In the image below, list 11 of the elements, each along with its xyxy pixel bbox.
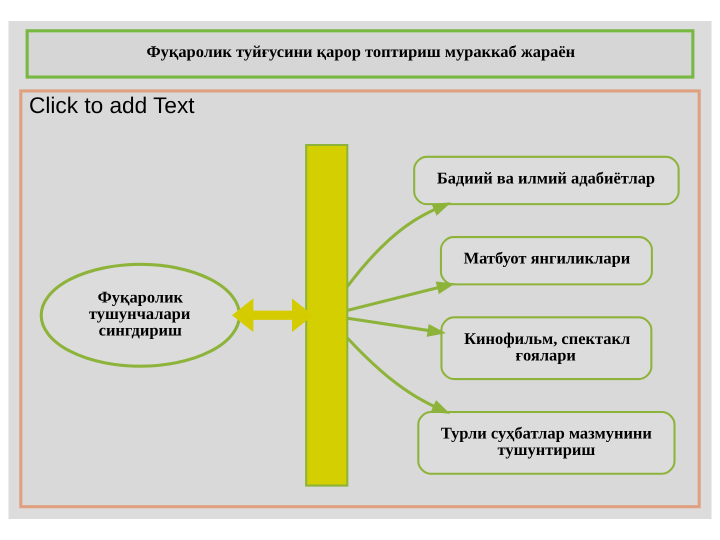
node-box: Матбуот янгиликлари: [440, 236, 653, 286]
node-box: Кинофильм, спектакл ғоялари: [440, 316, 652, 380]
node-bar: [305, 144, 348, 487]
node-ellipse: Фуқаролик тушунчалари сингдириш: [40, 262, 241, 368]
arrow: [347, 316, 446, 337]
arrow: [347, 282, 456, 312]
node-box: Бадиий ва илмий адабиётлар: [413, 156, 680, 206]
arrow: [346, 202, 452, 288]
node-box: Турли суҳбатлар мазмунини тушунтириш: [417, 410, 676, 475]
arrow: [346, 336, 450, 414]
diagram-title: Фуқаролик туйғусини қарор топтириш мураккаб жараён: [146, 42, 576, 61]
